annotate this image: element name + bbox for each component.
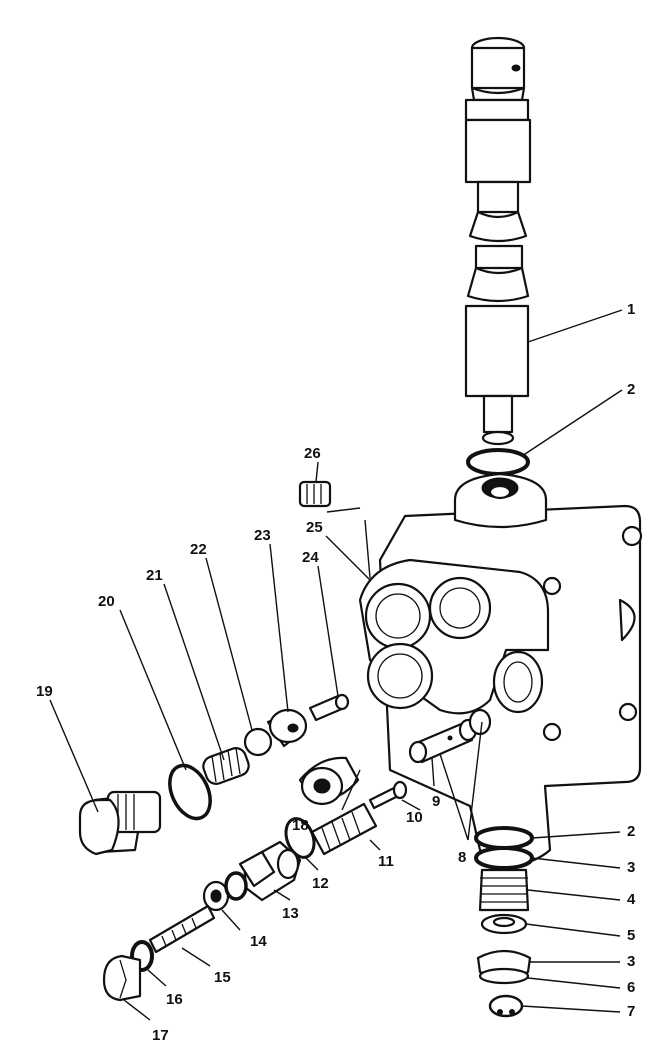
callout-20: 20: [98, 593, 115, 610]
callout-24: 24: [302, 549, 319, 566]
valve-spool: [464, 36, 532, 446]
callout-17: 17: [152, 1027, 169, 1044]
washer-3-upper: [474, 846, 534, 870]
callout-4: 4: [627, 891, 636, 908]
callout-18: 18: [292, 817, 309, 834]
pin-8: [468, 708, 492, 736]
plug-26: [298, 480, 332, 508]
pin-24: [308, 693, 350, 722]
callout-14: 14: [250, 933, 267, 950]
callout-22: 22: [190, 541, 207, 558]
spring-21: [202, 747, 250, 785]
callout-25: 25: [306, 519, 323, 536]
retainer-5: [480, 913, 528, 935]
callout-10: 10: [406, 809, 423, 826]
callout-6: 6: [627, 979, 635, 996]
callout-8: 8: [458, 849, 466, 866]
leader-lines: [49, 309, 623, 1021]
callout-3-upper: 3: [627, 859, 635, 876]
callout-15: 15: [214, 969, 231, 986]
screw-15: [148, 904, 216, 954]
ball-22: [243, 727, 273, 757]
callout-16: 16: [166, 991, 183, 1008]
callout-3-lower: 3: [627, 953, 635, 970]
callout-2-bottom: 2: [627, 823, 635, 840]
callout-1: 1: [627, 301, 635, 318]
callout-23: 23: [254, 527, 271, 544]
callout-7: 7: [627, 1003, 635, 1020]
o-ring-12: [284, 817, 316, 859]
spring-11: [310, 802, 378, 856]
sleeve-9: [408, 718, 478, 764]
callout-9: 9: [432, 793, 440, 810]
o-ring-bottom: [474, 826, 534, 850]
end-plug-19: [78, 790, 162, 856]
callout-11: 11: [378, 853, 394, 870]
cap-nut-17: [102, 954, 142, 1002]
callout-19: 19: [36, 683, 53, 700]
callout-labels: 1 2 2 3 3 4 5 6 7 8 9 10 11 12 13 14 15 …: [36, 301, 636, 1044]
adjuster-13: [238, 840, 302, 902]
callout-5: 5: [627, 927, 635, 944]
callout-13: 13: [282, 905, 299, 922]
cap-6: [478, 967, 530, 985]
callout-12: 12: [312, 875, 329, 892]
seat-18: [298, 756, 360, 806]
o-ring-top: [466, 448, 530, 476]
o-ring-20: [168, 763, 212, 821]
nut-14: [202, 871, 248, 912]
callout-26: 26: [304, 445, 321, 462]
callout-21: 21: [146, 567, 163, 584]
pin-10: [368, 780, 408, 810]
spring-4: [478, 868, 530, 912]
callout-2-top: 2: [627, 381, 635, 398]
valve-body: [326, 472, 643, 865]
poppet-23: [266, 708, 308, 748]
snap-ring-7: [488, 994, 524, 1018]
